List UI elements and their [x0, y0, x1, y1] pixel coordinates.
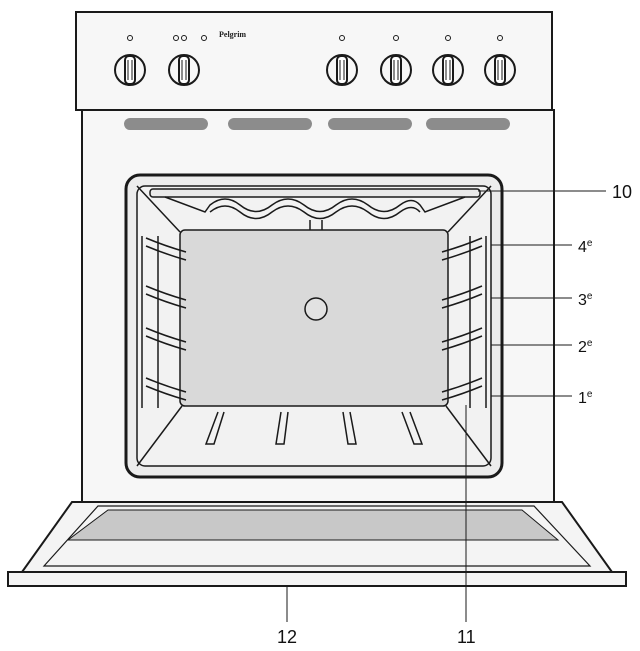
oven-cavity: [124, 173, 504, 479]
door-window: [66, 509, 560, 541]
control-panel: Pelgrim: [75, 11, 553, 111]
callout-labels: 10 4e 3e 2e 1e 11 12: [277, 182, 632, 647]
door-edge: [7, 571, 627, 587]
hob-zone-symbol-icon: [445, 35, 451, 41]
callout-rack-support: 11: [457, 627, 476, 647]
rack-wire: [145, 285, 187, 301]
shelf-level-label: 3e: [578, 291, 593, 309]
rack-wire: [441, 377, 483, 393]
callout-lines: [286, 190, 606, 622]
rack-wire: [145, 237, 187, 253]
rack-supports: [141, 236, 487, 408]
shelf-level-label: 4e: [578, 238, 593, 256]
callout-grill-element: 10: [612, 182, 632, 202]
rack-wire: [441, 385, 483, 401]
rack-wire: [145, 245, 187, 261]
hob-zone-symbol-icon: [497, 35, 503, 41]
rack-wire: [145, 293, 187, 309]
knob-row: [114, 35, 516, 86]
rack-wire: [145, 335, 187, 351]
hob-zone-symbol-icon: [339, 35, 345, 41]
vent-slot: [426, 118, 510, 130]
rack-wire: [441, 293, 483, 309]
floor-grooves: [204, 411, 424, 445]
rack-wire: [145, 385, 187, 401]
rack-wire: [441, 237, 483, 253]
rack-wire: [441, 285, 483, 301]
fan-cover-icon: [304, 297, 328, 321]
rack-wire: [145, 377, 187, 393]
hob-zone-symbol-icon: [393, 35, 399, 41]
rack-wire: [441, 335, 483, 351]
rack-wire: [441, 327, 483, 343]
callout-oven-door: 12: [277, 627, 297, 647]
vent-slot: [228, 118, 312, 130]
shelf-level-label: 2e: [578, 338, 593, 356]
knob-3[interactable]: [326, 35, 358, 86]
brand-logo: Pelgrim: [219, 30, 246, 39]
knob-2[interactable]: [168, 35, 207, 86]
vent-slots: [124, 118, 510, 130]
grill-element: [149, 188, 481, 230]
knob-5[interactable]: [432, 35, 464, 86]
knob-1[interactable]: [114, 35, 146, 86]
shelf-level-label: 1e: [578, 389, 593, 407]
function-symbols-icon: [173, 35, 207, 41]
power-symbol-icon: [127, 35, 133, 41]
knob-4[interactable]: [380, 35, 412, 86]
rack-wire: [441, 245, 483, 261]
knob-6[interactable]: [484, 35, 516, 86]
rack-wire: [145, 327, 187, 343]
vent-slot: [328, 118, 412, 130]
vent-slot: [124, 118, 208, 130]
oven-door: [7, 501, 627, 587]
